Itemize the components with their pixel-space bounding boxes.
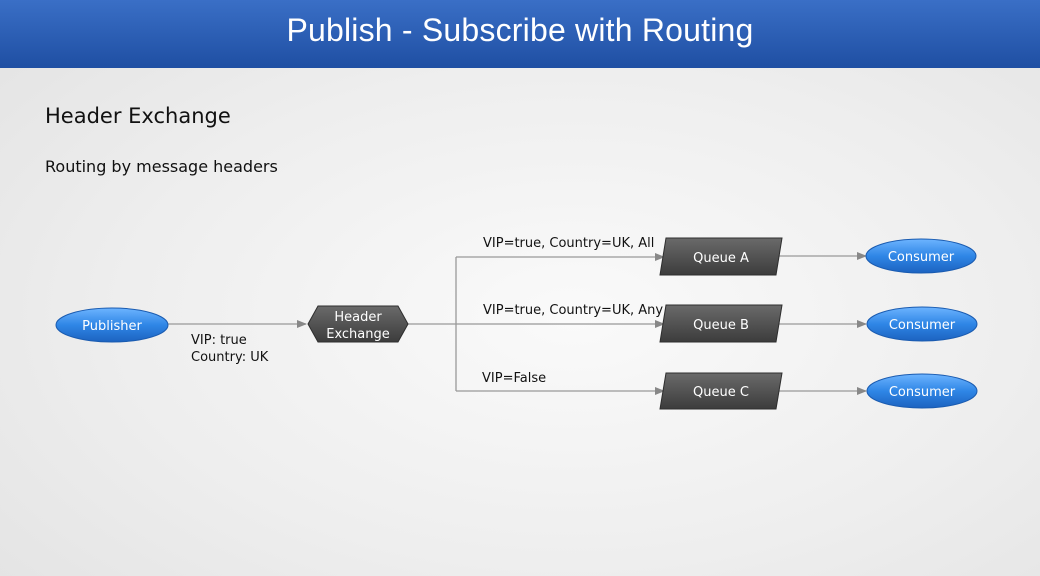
message-header-vip: VIP: true [191, 333, 247, 348]
queue-c-node: Queue C [659, 372, 783, 410]
consumer-c-node: Consumer [866, 373, 978, 409]
publisher-label: Publisher [82, 319, 142, 334]
binding-label-queue-a: VIP=true, Country=UK, All [483, 236, 655, 251]
binding-label-queue-c: VIP=False [482, 371, 547, 386]
queue-a-label: Queue A [693, 251, 749, 266]
section-heading: Header Exchange [45, 104, 231, 128]
exchange-label-line1: Header [334, 310, 382, 325]
message-header-country: Country: UK [191, 350, 269, 365]
queue-b-node: Queue B [659, 304, 783, 343]
consumer-b-node: Consumer [866, 306, 978, 342]
queue-b-label: Queue B [693, 318, 749, 333]
consumer-a-label: Consumer [888, 250, 955, 265]
consumer-c-label: Consumer [889, 385, 956, 400]
exchange-label-line2: Exchange [326, 327, 390, 342]
connectors [168, 252, 867, 395]
title-bar: Publish - Subscribe with Routing [0, 0, 1040, 68]
section-subheading: Routing by message headers [45, 157, 278, 176]
queue-a-node: Queue A [659, 237, 783, 276]
slide-title: Publish - Subscribe with Routing [286, 11, 754, 48]
header-exchange-node: Header Exchange [307, 305, 409, 343]
publisher-node: Publisher [55, 307, 169, 343]
queue-c-label: Queue C [693, 385, 749, 400]
consumer-a-node: Consumer [865, 238, 977, 274]
binding-label-queue-b: VIP=true, Country=UK, Any [483, 303, 664, 318]
consumer-b-label: Consumer [889, 318, 956, 333]
